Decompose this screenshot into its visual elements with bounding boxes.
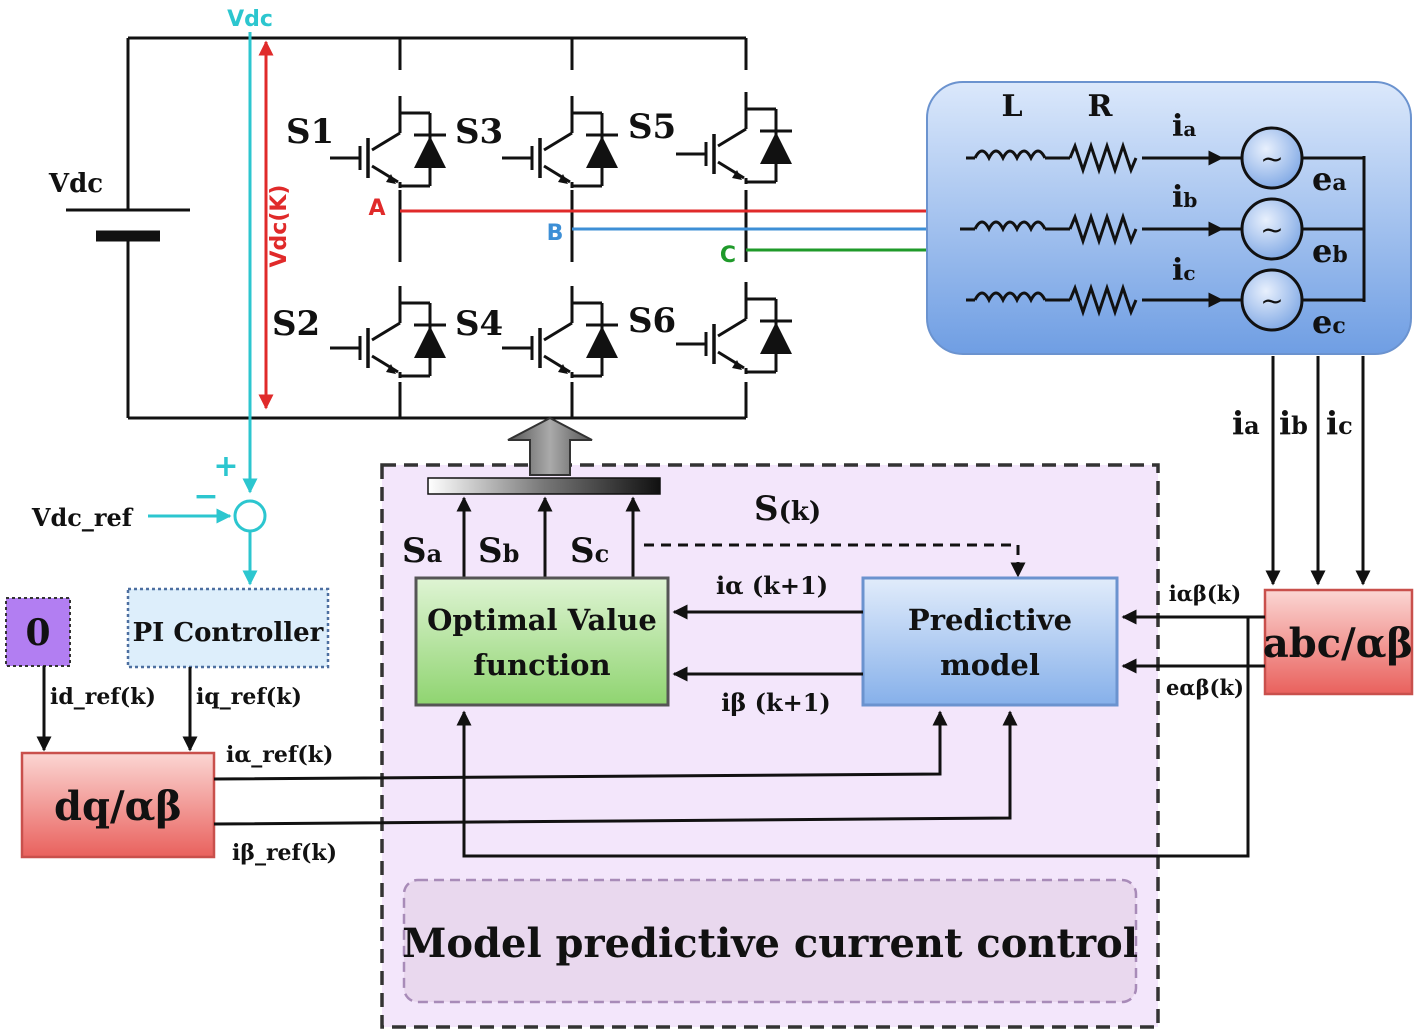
load-phase-b: ~ [960,197,1364,261]
dq-alphabeta-label: dq/αβ [54,783,182,830]
switch-label-s5: S5 [628,107,676,147]
iab-k-label: iαβ(k) [1169,581,1242,606]
ibeta-ref-label: iβ_ref(k) [232,840,337,866]
abc-alphabeta-block: abc/αβ [1263,588,1414,696]
inductor-label: L [1001,89,1022,124]
switch-label-s6: S6 [628,301,676,341]
sk-label: S(k) [754,489,821,529]
pi-controller-block [126,587,330,669]
gate-label-sb: Sb [478,531,519,571]
gate-label-sa: Sa [402,531,442,571]
current-label-ic: ic [1172,253,1196,288]
sum-plus-sign: + [213,449,238,484]
zero-block [5,597,71,667]
resistor-label: R [1088,89,1114,124]
switch-label-s1: S1 [286,112,334,152]
gate-bus-bar [427,477,661,495]
id-ref-label: id_ref(k) [50,684,156,710]
optimal-value-line2: function [473,648,610,682]
current-feedback-line [456,617,1250,858]
vdc-k-label: Vdc(K) [267,185,292,268]
node-b-label: B [547,221,564,246]
node-c-label: C [720,243,736,268]
sensed-ib-label: ib [1279,404,1308,442]
switch-s1 [328,70,448,190]
switch-label-s2: S2 [272,304,320,344]
ialpha-k1-label: iα (k+1) [716,571,828,600]
svg-text:~: ~ [1260,284,1283,317]
current-label-ib: ib [1172,180,1197,215]
load-phase-c: ~ [966,268,1364,332]
switch-s2 [328,262,448,382]
sensed-ia-label: ia [1232,404,1260,442]
switch-s4 [500,262,620,382]
abc-alphabeta-label: abc/αβ [1263,620,1413,667]
vdc-ref-label: Vdc_ref [31,503,134,532]
current-sensing: ia ib ic [1232,356,1371,586]
current-label-ia: ia [1172,109,1196,144]
ibeta-ref-line [213,710,1018,826]
predictive-model-line2: model [940,648,1040,682]
emf-label-eb: eb [1312,232,1348,270]
optimal-value-line1: Optimal Value [427,603,657,637]
switch-label-s3: S3 [455,112,503,152]
gate-label-sc: Sc [570,531,609,571]
sum-minus-sign: − [193,479,218,514]
rl-load: L R ~ ~ [926,81,1412,355]
svg-text:~: ~ [1260,213,1283,246]
mpc-title-panel [402,878,1138,1004]
gate-up-arrow [507,416,593,476]
inverter: Vdc S1 S3 S5 [48,7,966,494]
switch-s3 [500,70,620,190]
battery-label: Vdc [48,169,103,199]
switch-s5 [674,70,794,190]
predictive-model-block: Predictive model [861,576,1119,707]
vdc-sense-label: Vdc [227,7,273,32]
ialpha-ref-label: iα_ref(k) [226,742,333,768]
ibeta-k1-label: iβ (k+1) [721,688,831,717]
predictive-model-line1: Predictive [908,603,1072,637]
zero-block-label: 0 [25,612,50,654]
pi-controller-label: PI Controller [133,618,324,648]
iq-ref-label: iq_ref(k) [196,684,302,710]
mpc-title: Model predictive current control [402,920,1138,967]
switch-s6 [674,262,794,382]
sensed-ic-label: ic [1326,404,1353,442]
emf-label-ea: ea [1312,160,1347,198]
ialpha-ref-line [213,710,948,781]
gate-signal-bus: Sa Sb Sc S(k) [402,416,1026,578]
sk-feedback-line [644,543,1026,578]
load-phase-a: ~ [966,126,1364,190]
dq-alphabeta-block [20,751,216,859]
outer-control: + − Vdc_ref 0 PI Controller id_ref(k) iq… [5,449,1018,866]
emf-label-ec: ec [1312,303,1346,341]
node-a-label: A [368,196,385,221]
optimal-value-block: Optimal Value function [414,576,670,707]
switch-label-s4: S4 [455,304,503,344]
eab-k-label: eαβ(k) [1166,675,1244,700]
phase-a-line [400,156,966,213]
svg-text:~: ~ [1260,142,1283,175]
summing-junction [233,499,267,533]
